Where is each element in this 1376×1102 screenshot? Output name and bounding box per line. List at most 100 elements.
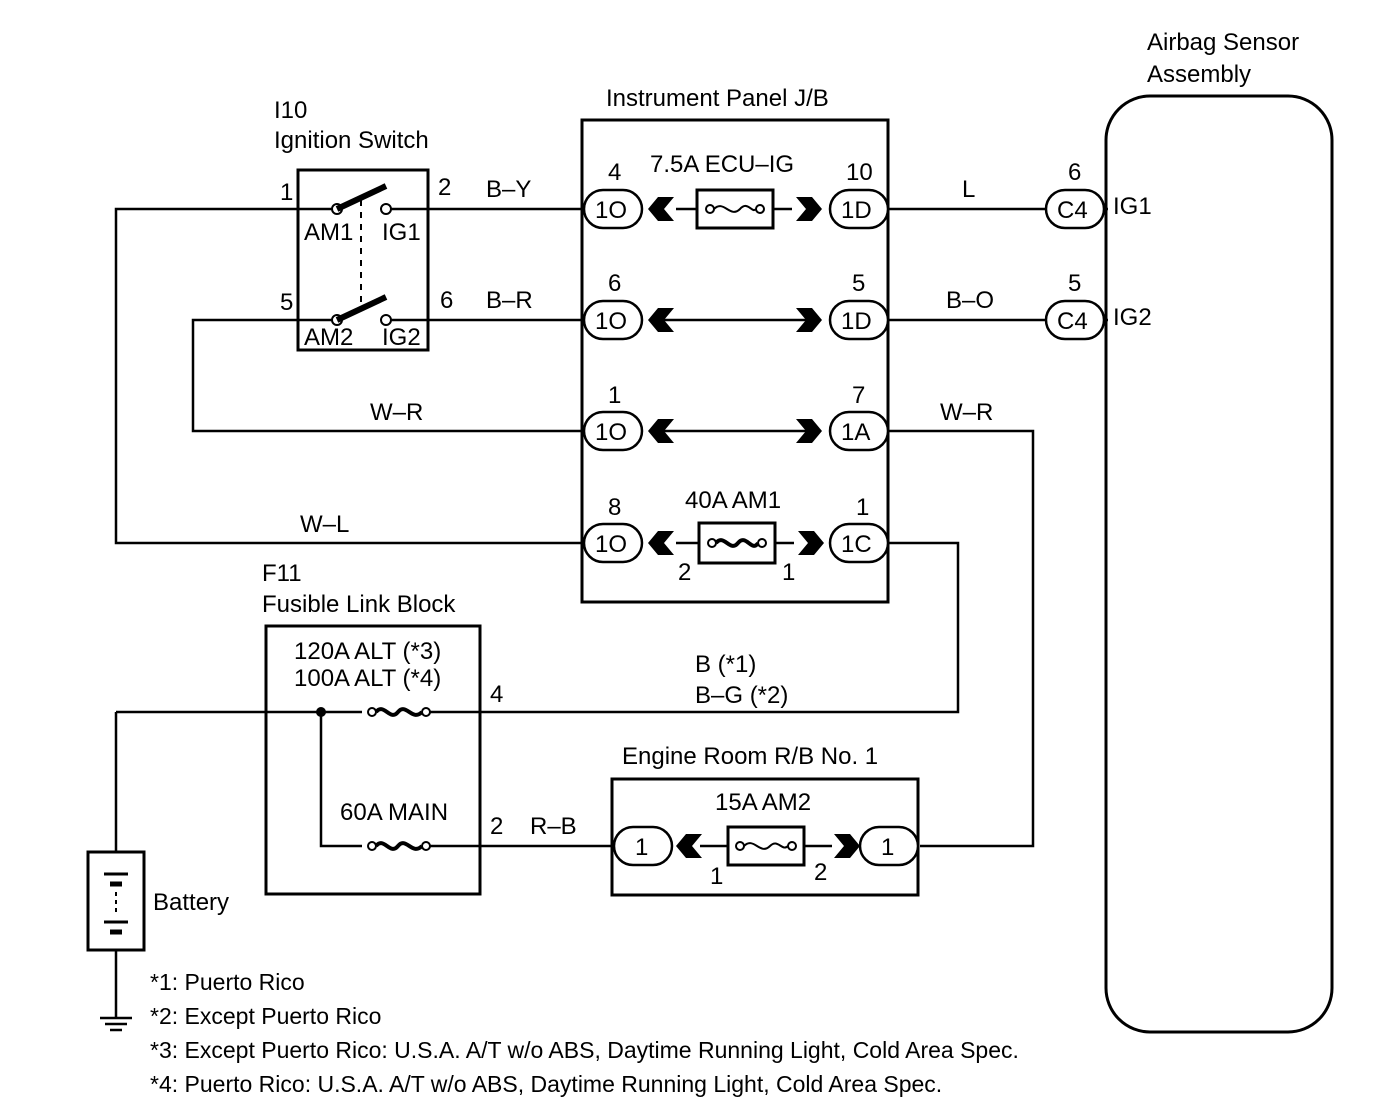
note-2: *2: Except Puerto Rico	[150, 1003, 381, 1029]
fuse-am2-label: 15A AM2	[715, 789, 811, 816]
battery: Battery	[86, 850, 229, 1032]
svg-text:1D: 1D	[841, 197, 872, 224]
connector-1a-7	[828, 410, 890, 452]
connector-1d-10	[828, 188, 890, 230]
svg-text:Assembly: Assembly	[1147, 61, 1251, 88]
wire-label-b: B (*1)	[695, 651, 756, 678]
wire-w-l	[114, 207, 585, 545]
svg-text:5: 5	[852, 270, 865, 297]
jb-label: Instrument Panel J/B	[606, 85, 829, 112]
svg-text:5: 5	[280, 289, 293, 316]
fusible-link-box	[264, 624, 482, 896]
fuse-ecu-ig-label: 7.5A ECU–IG	[650, 151, 794, 178]
svg-text:10: 10	[846, 159, 873, 186]
svg-text:7: 7	[852, 382, 865, 409]
svg-text:1: 1	[856, 494, 869, 521]
battery-box	[86, 850, 146, 952]
svg-text:1O: 1O	[595, 419, 627, 446]
ignition-switch-box	[296, 168, 430, 352]
jb-box	[580, 118, 890, 604]
svg-text:6: 6	[440, 287, 453, 314]
connector-c4-6	[1044, 188, 1106, 230]
instrument-panel-jb: Instrument Panel J/B 4 1O 7.5A ECU–IG 10…	[580, 85, 890, 604]
contact-am2: AM2	[304, 324, 353, 351]
fuse-am1-label: 40A AM1	[685, 487, 781, 514]
fuse-alt-100: 100A ALT (*4)	[294, 665, 441, 692]
fusible-link-label: Fusible Link Block	[262, 591, 456, 618]
svg-text:2: 2	[678, 559, 691, 586]
battery-label: Battery	[153, 889, 229, 916]
ignition-switch: I10 Ignition Switch 1 2 5 6 AM1 IG1 AM2 …	[274, 97, 453, 352]
svg-text:1A: 1A	[841, 419, 870, 446]
airbag-sensor-label: Airbag Sensor	[1147, 29, 1299, 56]
contact-am1: AM1	[304, 219, 353, 246]
svg-text:2: 2	[490, 813, 503, 840]
svg-text:1: 1	[782, 559, 795, 586]
svg-text:1O: 1O	[595, 308, 627, 335]
svg-text:5: 5	[1068, 270, 1081, 297]
note-3: *3: Except Puerto Rico: U.S.A. A/T w/o A…	[150, 1037, 1019, 1063]
svg-text:1O: 1O	[595, 531, 627, 558]
note-4: *4: Puerto Rico: U.S.A. A/T w/o ABS, Day…	[150, 1071, 942, 1097]
engine-room-rb: Engine Room R/B No. 1 1 15A AM2 1 1 2	[610, 743, 920, 897]
footnotes: *1: Puerto Rico *2: Except Puerto Rico *…	[150, 969, 1019, 1097]
wire-w-r-right	[888, 429, 1035, 848]
wire-label-r-b: R–B	[530, 813, 577, 840]
fusible-link-ref: F11	[262, 560, 302, 587]
fuse-60a-main: 60A MAIN	[340, 799, 448, 826]
svg-text:C4: C4	[1057, 308, 1088, 335]
fuse-am1	[697, 521, 777, 565]
connector-er-right	[858, 825, 920, 867]
svg-text:4: 4	[608, 159, 621, 186]
svg-text:6: 6	[1068, 159, 1081, 186]
wire-label-b-g: B–G (*2)	[695, 682, 788, 709]
terminal-ig1: IG1	[1113, 193, 1152, 220]
svg-text:6: 6	[608, 270, 621, 297]
note-1: *1: Puerto Rico	[150, 969, 305, 995]
wire-label-w-l: W–L	[300, 511, 349, 538]
ignition-switch-label: Ignition Switch	[274, 127, 429, 154]
svg-text:1C: 1C	[841, 531, 872, 558]
ignition-switch-ref: I10	[274, 97, 307, 124]
wire-label-b-r: B–R	[486, 287, 533, 314]
wire-label-w-r-left: W–R	[370, 399, 423, 426]
svg-text:8: 8	[608, 494, 621, 521]
wire-b-bg	[480, 541, 960, 714]
fuse-alt-120: 120A ALT (*3)	[294, 638, 441, 665]
connector-1o-4	[582, 188, 644, 230]
svg-text:4: 4	[490, 681, 503, 708]
svg-text:1: 1	[635, 834, 648, 861]
connector-1o-1	[582, 410, 644, 452]
connector-1o-6	[582, 299, 644, 341]
fusible-link-block: F11 Fusible Link Block 120A ALT (*3) 100…	[262, 560, 503, 896]
connector-1c-1	[828, 522, 890, 564]
svg-text:2: 2	[814, 859, 827, 886]
fuse-ecu-ig	[695, 188, 775, 230]
contact-ig2: IG2	[382, 324, 421, 351]
connector-c4-5	[1044, 299, 1106, 341]
wire-label-l: L	[962, 176, 975, 203]
svg-text:1: 1	[608, 382, 621, 409]
contact-ig1: IG1	[382, 219, 421, 246]
airbag-sensor-assembly: Airbag Sensor Assembly 6 C4 IG1 5 C4 IG2	[1044, 29, 1334, 1034]
connector-1o-8	[582, 522, 644, 564]
wire-label-b-y: B–Y	[486, 176, 531, 203]
wires	[114, 207, 1108, 1018]
svg-text:1: 1	[280, 179, 293, 206]
svg-text:2: 2	[438, 174, 451, 201]
connector-1d-5	[828, 299, 890, 341]
engine-room-rb-label: Engine Room R/B No. 1	[622, 743, 878, 770]
engine-room-rb-box	[610, 777, 920, 897]
svg-text:1: 1	[710, 863, 723, 890]
fuse-am2	[726, 825, 806, 867]
wire-label-b-o: B–O	[946, 287, 994, 314]
airbag-sensor-box	[1104, 94, 1334, 1034]
svg-text:1O: 1O	[595, 197, 627, 224]
svg-text:1: 1	[881, 834, 894, 861]
wire-label-w-r-right: W–R	[940, 399, 993, 426]
svg-text:1D: 1D	[841, 308, 872, 335]
svg-text:C4: C4	[1057, 197, 1088, 224]
wire-w-r-left	[191, 318, 585, 433]
terminal-ig2: IG2	[1113, 304, 1152, 331]
